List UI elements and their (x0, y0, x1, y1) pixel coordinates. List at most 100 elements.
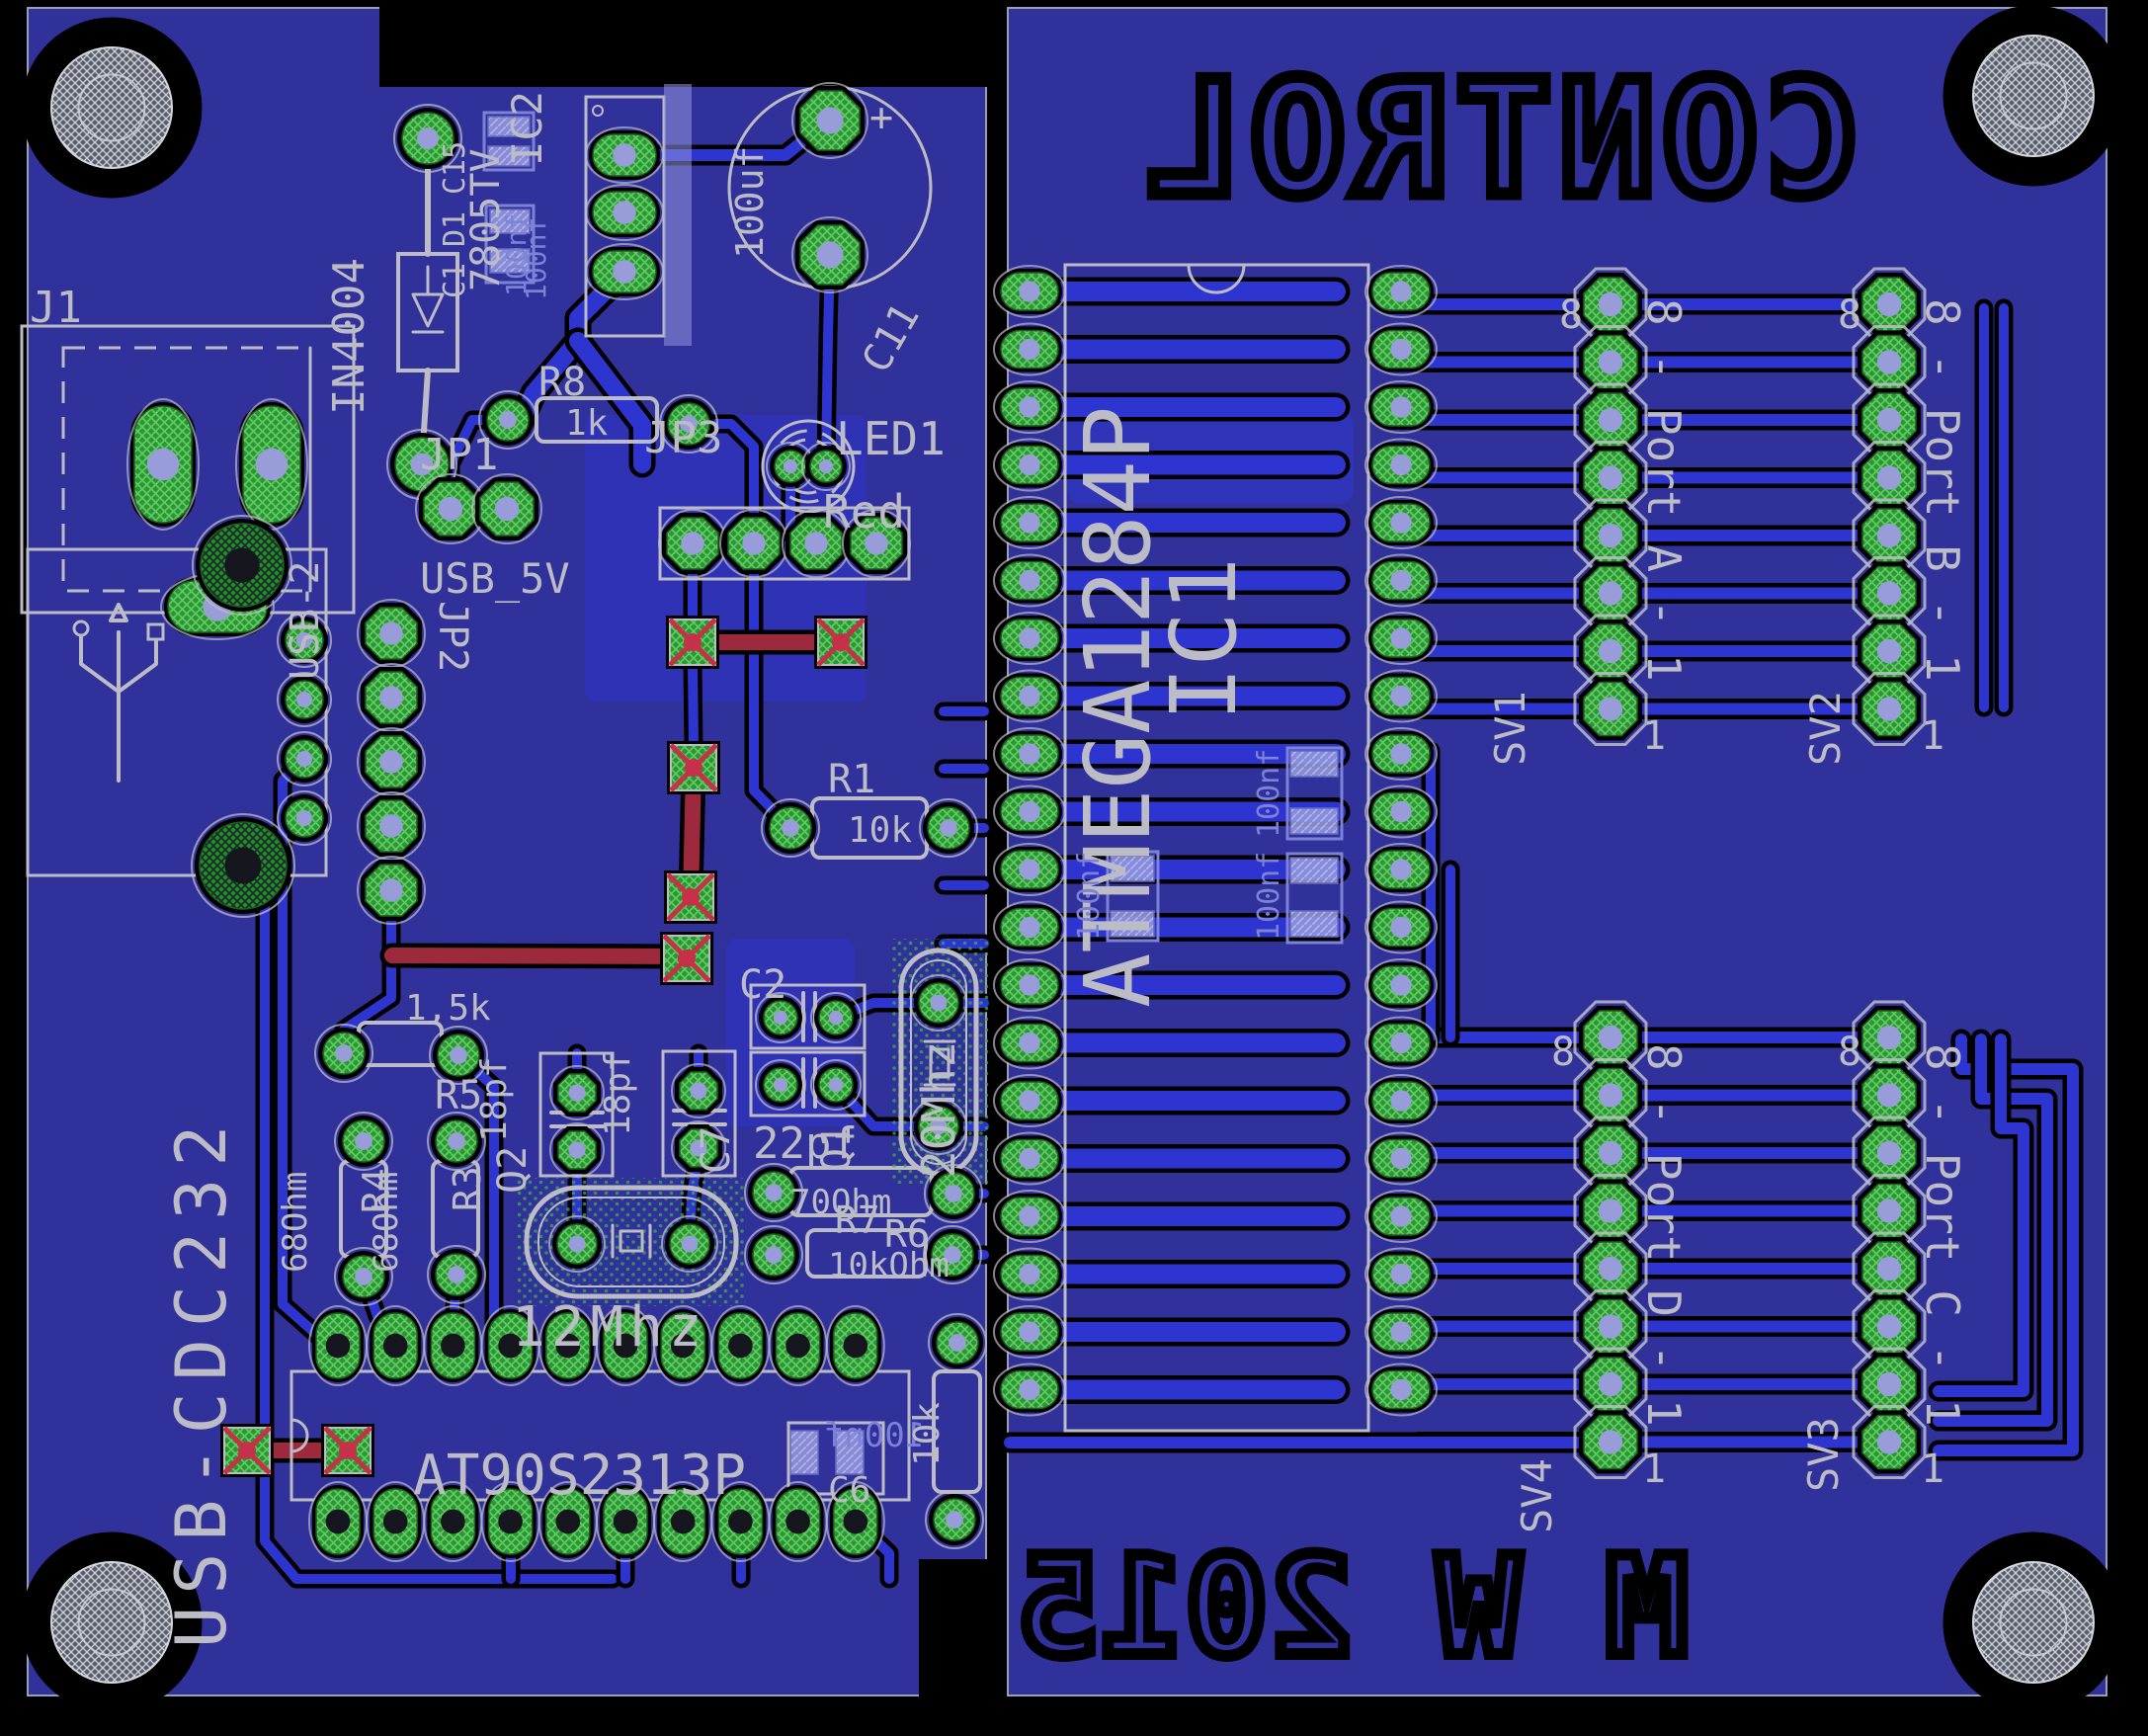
mounting-hole (1972, 1561, 2095, 1684)
r8-pad-ring (659, 394, 718, 454)
silk-text: SV3 (1799, 1417, 1848, 1492)
sv3-pads-silk-oct (1852, 1405, 1927, 1479)
silk-text: C1 (438, 263, 472, 298)
silk-text: 1 (1921, 713, 1944, 759)
r4-pad-hole (355, 1132, 372, 1150)
silk-text: 100nf (520, 217, 552, 300)
r1-pad-hole (940, 819, 957, 837)
rb-cap-pad (1289, 807, 1339, 835)
usb-pin-pad-hole (296, 692, 312, 707)
sv2-pads-hole (1876, 697, 1902, 721)
silk-text: 70Ohm (790, 1183, 891, 1222)
c2-pad-hole (828, 1010, 844, 1026)
rb-cap-pad (1110, 855, 1155, 882)
silk-text: R8 (538, 360, 586, 405)
ic1-pads-right-ring (1364, 785, 1438, 839)
jp2-pads-hole (379, 686, 403, 709)
r8-pad-ring (478, 390, 537, 450)
usb-shield-pad-hole (224, 847, 262, 884)
usb-trident-square (146, 622, 165, 641)
ic1-pads-left-hole (1019, 1378, 1040, 1401)
silk-text: LED1 (836, 412, 946, 465)
ic1-pads-right-ring (1364, 1190, 1438, 1243)
c18pf-b-outline (661, 1049, 737, 1178)
ic1-pads-left-hole (1019, 1321, 1040, 1343)
sv1-pads-hole (1598, 523, 1623, 548)
corner-route (1933, 1033, 2053, 1427)
silk-text: 10k (907, 1402, 948, 1466)
ic1-pads-left-hole (1019, 1032, 1040, 1054)
sv4-pads-hole (1598, 1199, 1623, 1223)
c6-smd-pad (789, 1430, 819, 1475)
ic1-pads-left-ring (993, 553, 1066, 608)
silk-text: 100nf (1252, 852, 1286, 941)
jp2-pads-hole (379, 621, 403, 645)
ic1-pads-right-hole (1390, 569, 1412, 592)
r5-pad-hole (450, 1046, 467, 1064)
c7-outline (749, 1050, 867, 1117)
usb-shield-pad-ring (191, 813, 295, 918)
ic1-pads-left-ring (993, 727, 1066, 781)
jp3-pad-hole (681, 532, 704, 555)
silk-text: C7 (694, 1126, 739, 1174)
jp3-pad-hole (742, 532, 766, 555)
copper-knockout-text: CONTROL (1139, 46, 1860, 231)
rb-cap-outline (1285, 852, 1344, 945)
at90-socket-pads-top-hole (441, 1333, 465, 1359)
r3-pad-ring (427, 1112, 486, 1171)
ic1-pads-right-ring (1364, 1131, 1438, 1186)
power-trace (569, 332, 651, 473)
mounting-hole-inner (77, 73, 146, 142)
ic1-pads-left-hole (1019, 743, 1040, 765)
sv4-pads-hole (1598, 1314, 1623, 1339)
silk-text: R5 (435, 1073, 482, 1118)
q2-pad-hole (568, 1235, 586, 1253)
q2-pad-ring (548, 1215, 606, 1273)
r2-pad-hole (946, 1511, 963, 1529)
usb-connector-outline (26, 547, 328, 877)
c7-pad-ring (810, 1059, 862, 1111)
at90-socket-pads-top-hole (843, 1333, 868, 1359)
sv4-pads-hole (1598, 1140, 1623, 1166)
silk-text: AT90S2313P (413, 1444, 746, 1508)
c2-pad-ring (755, 992, 806, 1043)
r3-pad-hole (448, 1266, 465, 1283)
ic1-pads-right-ring (1364, 727, 1438, 781)
silk-text: SV2 (1801, 691, 1850, 766)
at90-socket-pads-top-hole (785, 1333, 810, 1359)
left-board-corner-notch (919, 1559, 988, 1697)
silk-text: R4 (355, 1168, 398, 1213)
usb-pin-pad-ring (277, 672, 332, 727)
ic1-pads-right-ring (1364, 612, 1438, 665)
corner-route (1933, 1033, 2029, 1397)
led1-outline (761, 419, 856, 514)
silk-text: JP3 (644, 413, 722, 463)
silk-text: C15 (438, 141, 472, 195)
c18pf-pad-ring (549, 1065, 605, 1120)
silk-text: 8 - Port C - 1 (1916, 1043, 1969, 1427)
sv2-pads-hole (1876, 465, 1902, 490)
jp1-pad-hole (438, 496, 463, 522)
silk-text: 10k (848, 810, 912, 851)
silk-text: 10kOhm (828, 1246, 950, 1285)
ic1-pads-left-ring (993, 322, 1066, 376)
r5-pad-ring (429, 1026, 488, 1085)
ic1-pads-left-ring (993, 900, 1066, 954)
mounting-hole-inner (77, 1588, 146, 1657)
at90-socket-outline (289, 1369, 911, 1502)
at90-socket-pads-top-hole (670, 1333, 696, 1359)
ic1-pads-right-hole (1390, 1205, 1412, 1227)
r5-pad-ring (314, 1024, 373, 1083)
c18pf-pad-hole (690, 1139, 707, 1157)
usb-shield-pad-ring (192, 515, 292, 616)
at90-socket-pads-bottom-hole (613, 1509, 638, 1534)
sv1-pads-silk-oct (1573, 672, 1648, 746)
r8-pad-hole (680, 415, 698, 433)
top-layer-trace (384, 948, 695, 964)
ic1-pads-left-hole (1019, 1147, 1040, 1170)
ic2-pad-ring (585, 126, 664, 184)
silk-text: 8 - Port B - 1 (1916, 298, 1969, 682)
c15-smd-outline (484, 204, 536, 285)
q1-crystal-symbol (923, 1039, 956, 1087)
usb-pin-pad-ring (277, 790, 332, 846)
